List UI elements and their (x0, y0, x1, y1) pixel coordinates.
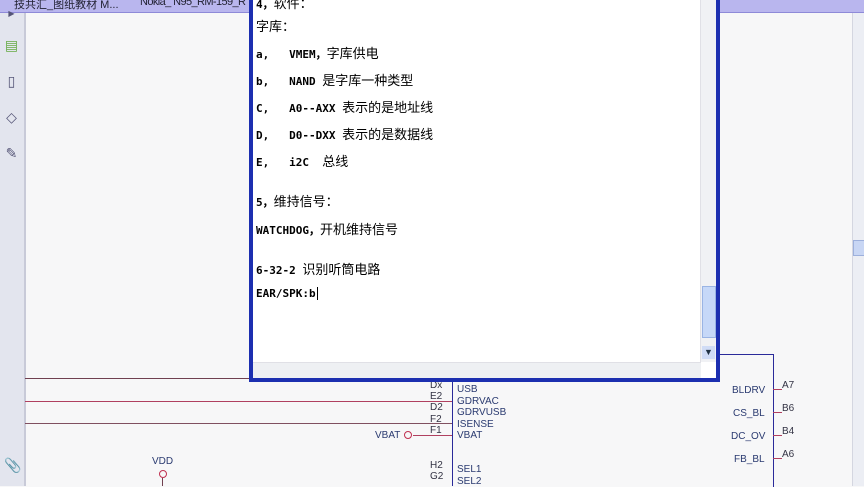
wire (413, 435, 452, 436)
text-line: WATCHDOG，开机维持信号 (256, 223, 398, 238)
pin-ball: Dx (430, 380, 443, 391)
vbat-net-label: VBAT (375, 430, 401, 441)
pin-ball: D2 (430, 402, 443, 413)
pin-name: GDRVAC (457, 396, 499, 407)
pin-ball: A7 (782, 380, 795, 391)
notepad-vertical-scrollbar[interactable]: ▼ (700, 0, 716, 362)
document-scroll-thumb[interactable] (853, 240, 864, 256)
text-line: 5，维持信号： (256, 195, 339, 210)
text-line: C, A0--AXX 表示的是地址线 (256, 101, 434, 116)
wire (773, 435, 782, 436)
notepad-window: 4，软件： 字库： a, VMEM，字库供电 b, NAND 是字库一种类型 C… (249, 0, 720, 382)
vdd-terminal (159, 470, 167, 478)
text-line: D, D0--DXX 表示的是数据线 (256, 128, 434, 143)
pin-name: USB (457, 384, 478, 395)
wire (162, 478, 163, 486)
pin-ball: B4 (782, 426, 795, 437)
attachment-icon[interactable]: 📎 (4, 457, 22, 473)
text-line: 4，软件： (256, 0, 313, 12)
signature-icon[interactable]: ✎ (5, 145, 18, 161)
text-cursor (316, 287, 318, 300)
pin-name: DC_OV (731, 431, 766, 442)
tab-document-1[interactable]: 技共汇_图纸教材 M... (14, 0, 119, 11)
text-line: E, i2C 总线 (256, 155, 349, 170)
wire (25, 378, 252, 379)
notepad-horizontal-scrollbar[interactable] (253, 362, 701, 378)
pin-ball: E2 (430, 391, 443, 402)
pin-ball: G2 (430, 471, 444, 482)
chip-left-edge (452, 378, 453, 486)
text-line: EAR/SPK:b (256, 287, 318, 300)
pin-name: GDRVUSB (457, 407, 507, 418)
pin-ball: F1 (430, 425, 442, 436)
pin-ball: B6 (782, 403, 795, 414)
vbat-terminal (404, 431, 412, 439)
pin-ball: A6 (782, 449, 795, 460)
pin-name: CS_BL (733, 408, 765, 419)
pin-ball: F2 (430, 414, 442, 425)
wire (773, 458, 782, 459)
wire (25, 423, 452, 424)
text-line: a, VMEM，字库供电 (256, 47, 379, 62)
text-line: b, NAND 是字库一种类型 (256, 74, 414, 89)
pin-ball: H2 (430, 460, 443, 471)
pin-name: SEL1 (457, 464, 482, 475)
expand-arrow-icon[interactable]: ▶ (8, 9, 15, 18)
document-icon[interactable]: ▯ (7, 73, 16, 89)
pages-icon[interactable]: ▤ (4, 37, 19, 53)
pin-name: SEL2 (457, 476, 482, 487)
layers-icon[interactable]: ◇ (6, 109, 17, 125)
navigation-panel: ▶ ▤ ▯ ◇ ✎ 📎 (0, 9, 26, 486)
scroll-down-icon[interactable]: ▼ (702, 346, 715, 359)
wire (773, 412, 782, 413)
pin-name: FB_BL (734, 454, 765, 465)
notepad-scroll-thumb[interactable] (702, 286, 716, 338)
text-line: 6-32-2 识别听筒电路 (256, 263, 381, 278)
pin-name: BLDRV (732, 385, 766, 396)
tab-document-2[interactable]: Nokia_ N95_RM-159_R (140, 0, 246, 8)
wire (25, 401, 452, 402)
pin-name: VBAT (457, 430, 483, 441)
text-line: 字库： (256, 20, 296, 35)
wire (773, 389, 782, 390)
chip-right-part (710, 354, 774, 487)
vdd-net-label: VDD (152, 456, 174, 467)
pin-name: ISENSE (457, 419, 494, 430)
